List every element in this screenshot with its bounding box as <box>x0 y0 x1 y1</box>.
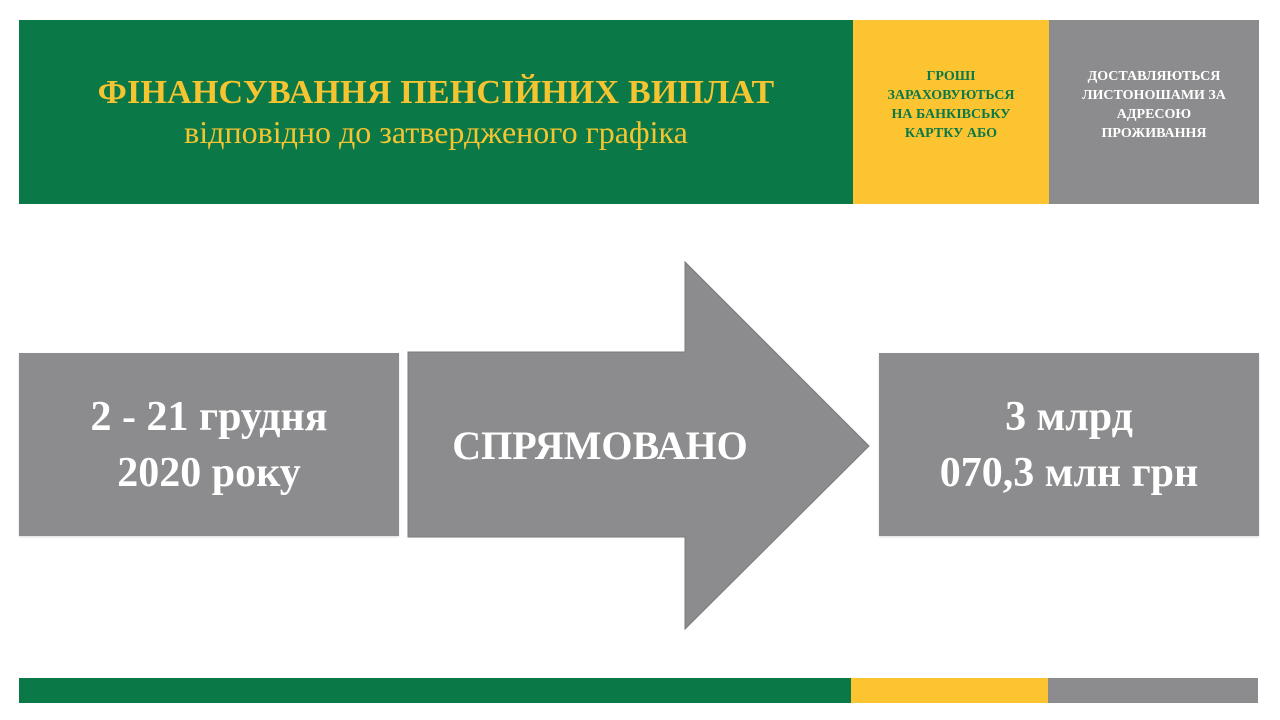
amount-box: 3 млрд 070,3 млн грн <box>879 353 1259 536</box>
card-payment-panel: ГРОШІ ЗАРАХОВУЮТЬСЯ НА БАНКІВСЬКУ КАРТКУ… <box>853 20 1049 204</box>
card-payment-text: ГРОШІ ЗАРАХОВУЮТЬСЯ НА БАНКІВСЬКУ КАРТКУ… <box>887 69 1015 141</box>
arrow-label: СПРЯМОВАНО <box>452 423 748 468</box>
amount-line-1: 3 млрд <box>1005 393 1133 440</box>
amount-line-2: 070,3 млн грн <box>939 449 1199 496</box>
footer-bar-green <box>19 678 851 703</box>
footer-bar-gray <box>1048 678 1258 703</box>
period-line-1: 2 - 21 грудня <box>90 393 328 440</box>
postal-delivery-text: ДОСТАВЛЯЮТЬСЯ ЛИСТОНОШАМИ ЗА АДРЕСОЮ ПРО… <box>1082 69 1226 141</box>
header-banner: ФІНАНСУВАННЯ ПЕНСІЙНИХ ВИПЛАТ відповідно… <box>19 20 853 204</box>
page-title: ФІНАНСУВАННЯ ПЕНСІЙНИХ ВИПЛАТ <box>97 74 775 111</box>
period-box: 2 - 21 грудня 2020 року <box>19 353 399 536</box>
footer-bar-yellow <box>851 678 1048 703</box>
postal-delivery-panel: ДОСТАВЛЯЮТЬСЯ ЛИСТОНОШАМИ ЗА АДРЕСОЮ ПРО… <box>1049 20 1259 204</box>
period-line-2: 2020 року <box>117 449 301 496</box>
page-subtitle: відповідно до затвердженого графіка <box>184 114 688 150</box>
